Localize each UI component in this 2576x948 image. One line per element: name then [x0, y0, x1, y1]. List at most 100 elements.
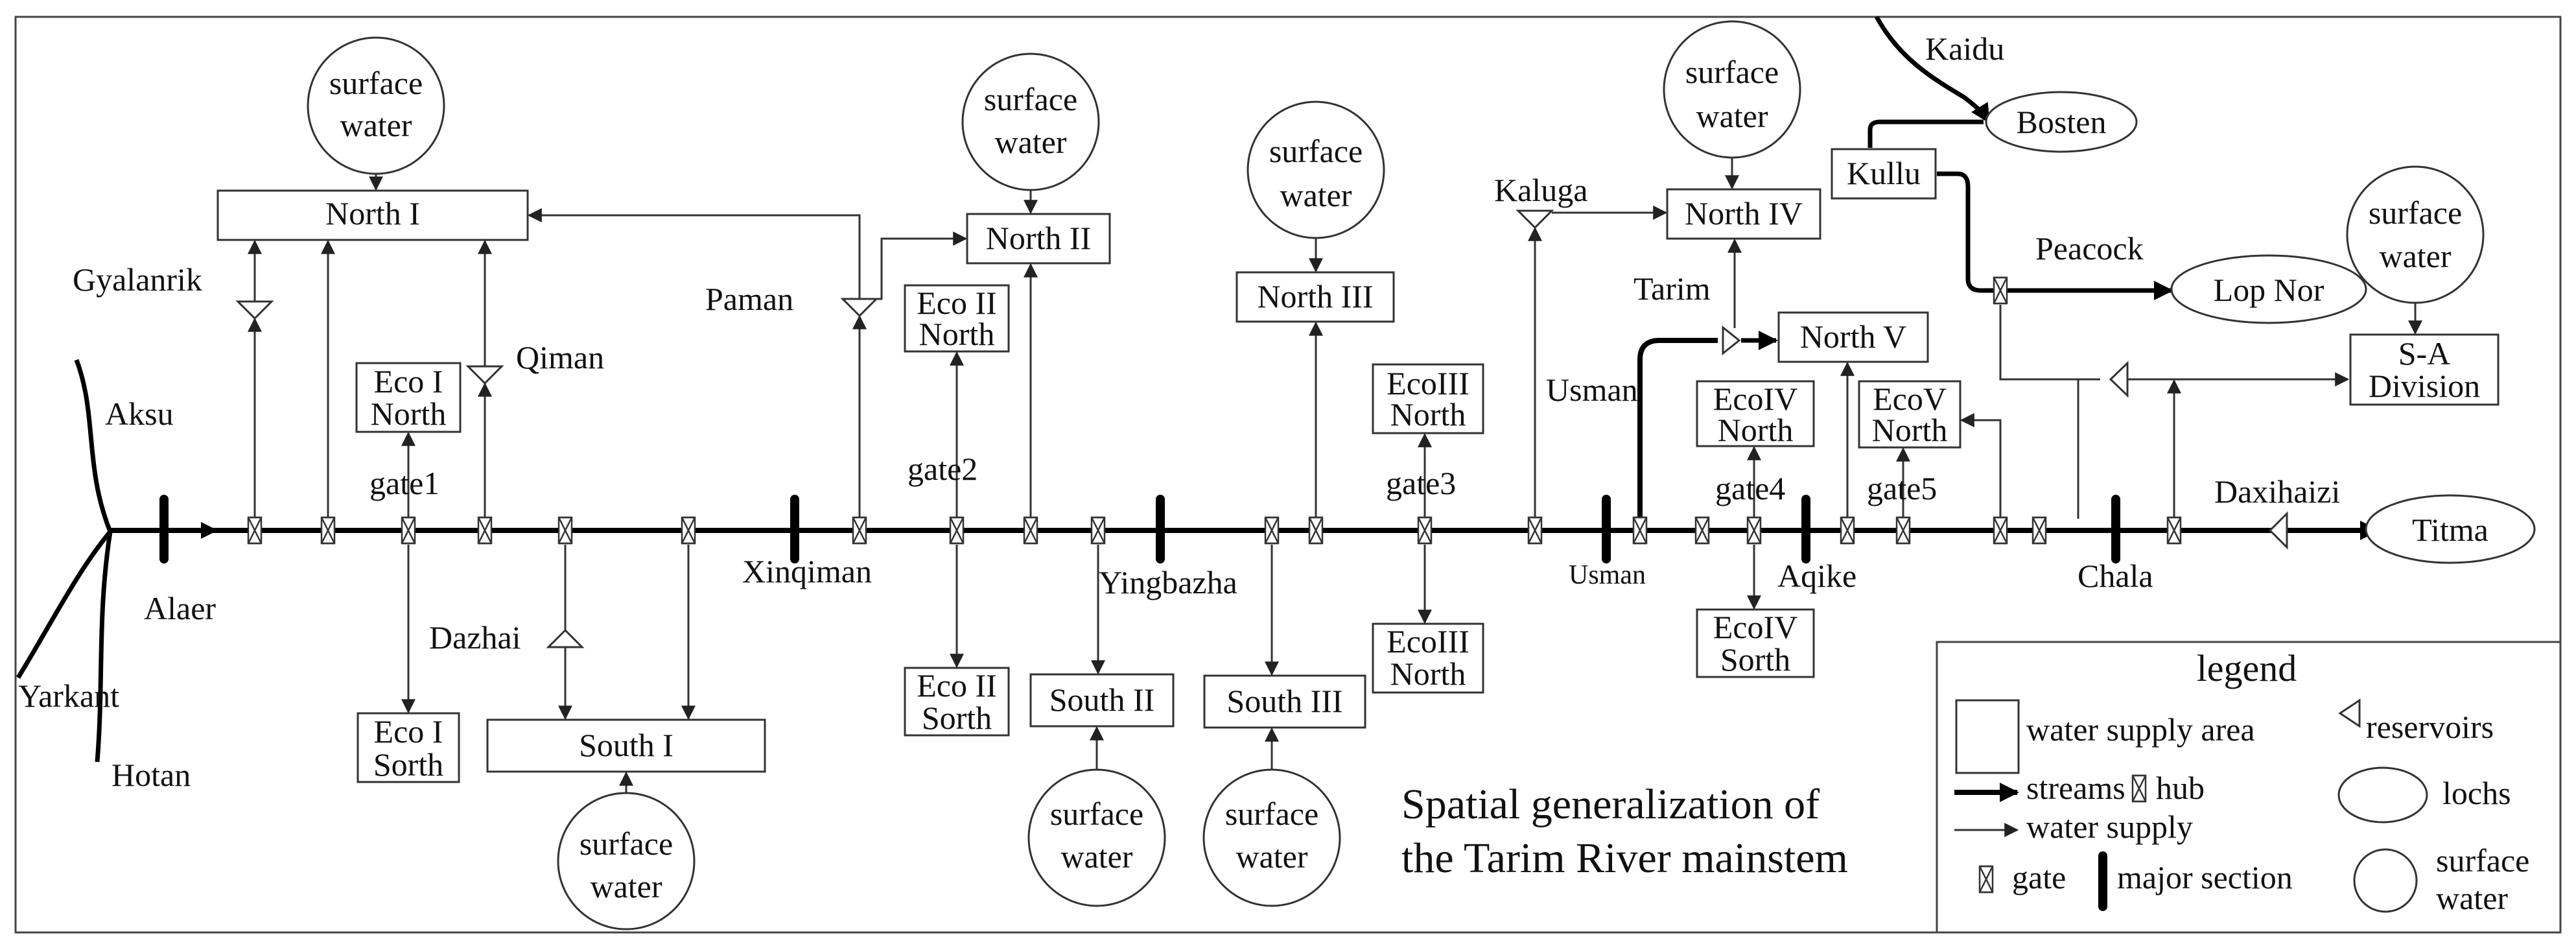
legend-frame	[1936, 641, 2562, 934]
area-eco-i-north-line1: Eco I	[374, 363, 443, 399]
legend-streams: streams	[2026, 770, 2125, 806]
area-south-iii	[1203, 674, 1366, 729]
gate-hub	[2032, 516, 2047, 545]
surface-water-label-1: surface	[984, 81, 1077, 117]
legend-reservoirs: reservoirs	[2366, 709, 2494, 745]
area-s-a-line2: Division	[2369, 368, 2480, 404]
area-eco-iii-south-line2: North	[1390, 656, 1466, 692]
gate-5	[1895, 516, 1911, 545]
section-yingbazha-label: Yingbazha	[1099, 564, 1237, 600]
peacock-river	[1937, 171, 2173, 300]
surface-water-north-ii	[961, 53, 1100, 191]
reservoir-s-a	[2109, 361, 2129, 398]
legend-hub-symbol	[2131, 774, 2147, 803]
reservoir-tarim-label: Tarim	[1633, 270, 1711, 307]
reservoir-daxihaizi	[2268, 511, 2288, 550]
gate-hub	[1023, 516, 1038, 545]
area-north-iii-label: North III	[1257, 278, 1373, 314]
area-eco-iv-sorth	[1696, 608, 1815, 678]
surface-water-south-iii	[1202, 768, 1341, 907]
gate-hub	[681, 516, 696, 545]
area-eco-iii-north-line2: North	[1390, 396, 1466, 433]
lake-lop-nor	[2170, 254, 2367, 324]
supply-paman-north-ii	[860, 231, 968, 300]
stream-bosten-kullu	[1868, 119, 1984, 148]
reservoir-paman-label: Paman	[705, 281, 793, 317]
gate1-label: gate1	[369, 465, 439, 501]
lake-bosten	[1985, 91, 2138, 153]
area-eco-i-sorth-line1: Eco I	[374, 713, 443, 750]
yarkant-label: Yarkant	[18, 678, 119, 714]
area-south-iii-label: South III	[1226, 683, 1342, 719]
section-usman-label: Usman	[1569, 560, 1646, 590]
area-eco-iii-south	[1372, 622, 1484, 694]
lake-bosten-label: Bosten	[2017, 104, 2107, 140]
legend-surface-line2: water	[2436, 880, 2508, 916]
reservoir-tarim	[1722, 325, 1741, 356]
area-north-iv	[1666, 188, 1821, 240]
area-eco-ii-north-line2: North	[919, 316, 995, 352]
area-north-v-label: North V	[1800, 318, 1906, 355]
gate-hub	[1308, 516, 1324, 545]
surface-water-north-iii	[1247, 101, 1385, 239]
gate-hub	[557, 516, 573, 545]
gate-peacock	[1993, 276, 2008, 305]
reservoir-paman	[841, 298, 878, 317]
section-chala-label: Chala	[2078, 558, 2153, 594]
yarkant-river	[16, 530, 112, 679]
reservoir-qiman-label: Qiman	[516, 339, 604, 375]
area-north-iii	[1235, 271, 1395, 323]
area-eco-i-sorth	[357, 712, 460, 783]
surface-water-label-2: water	[1280, 177, 1352, 213]
legend-water-supply-area: water supply area	[2026, 711, 2255, 748]
legend-reservoir-symbol	[2338, 698, 2361, 728]
surface-water-label-2: water	[994, 124, 1066, 160]
reservoir-daxihaizi-label: Daxihaizi	[2214, 473, 2340, 510]
area-eco-ii-sorth-line2: Sorth	[922, 700, 992, 736]
supply-peacock-reservoir	[1999, 305, 2100, 381]
surface-water-label-2: water	[340, 107, 412, 143]
area-north-iv-label: North IV	[1685, 195, 1803, 231]
aksu-label: Aksu	[105, 396, 174, 432]
surface-water-label-2: water	[2379, 238, 2451, 274]
gate-3	[1417, 516, 1433, 545]
surface-water-label-2: water	[1060, 838, 1132, 875]
gate4-label: gate4	[1715, 470, 1785, 506]
legend-loch-symbol	[2337, 766, 2428, 824]
supply-paman-north-i	[527, 208, 861, 299]
area-s-a-line1: S-A	[2398, 335, 2451, 372]
section-alaer-label: Alaer	[144, 590, 216, 626]
legend-gate-symbol	[1978, 865, 1994, 894]
supply-eco-v-north-2	[1960, 413, 2002, 519]
reservoir-qiman	[467, 365, 503, 385]
lake-titma	[2365, 494, 2536, 564]
gate-hub	[1694, 516, 1710, 545]
area-eco-i-sorth-line2: Sorth	[373, 746, 443, 783]
area-kullu	[1831, 148, 1937, 200]
surface-water-label-1: surface	[1685, 54, 1779, 90]
area-eco-ii-sorth-line1: Eco II	[917, 667, 997, 704]
surface-water-s-a	[2346, 165, 2485, 304]
surface-water-label-1: surface	[1269, 133, 1363, 169]
reservoir-usman-label: Usman	[1546, 372, 1638, 408]
legend-gate: gate	[2012, 859, 2066, 895]
surface-water-label-1: surface	[329, 65, 423, 101]
gate-4	[1746, 516, 1762, 545]
area-s-a-division	[2349, 333, 2500, 406]
aksu-river	[74, 359, 113, 533]
legend-surface-line1: surface	[2436, 842, 2529, 879]
gate2-label: gate2	[907, 451, 978, 487]
legend-title: legend	[2197, 647, 2297, 689]
kaidu-river	[1874, 16, 1991, 124]
legend-hub: hub	[2156, 770, 2205, 806]
gate-hub	[852, 516, 867, 545]
gate-hub	[247, 516, 263, 545]
reservoir-gyalanrik	[237, 300, 273, 320]
outer-frame	[14, 16, 2562, 934]
section-aqike-label: Aqike	[1777, 558, 1856, 594]
gate-hub	[2166, 516, 2182, 545]
surface-water-north-i	[307, 36, 445, 175]
area-eco-iv-north-line1: EcoIV	[1713, 381, 1798, 417]
peacock-label: Peacock	[2035, 230, 2144, 267]
